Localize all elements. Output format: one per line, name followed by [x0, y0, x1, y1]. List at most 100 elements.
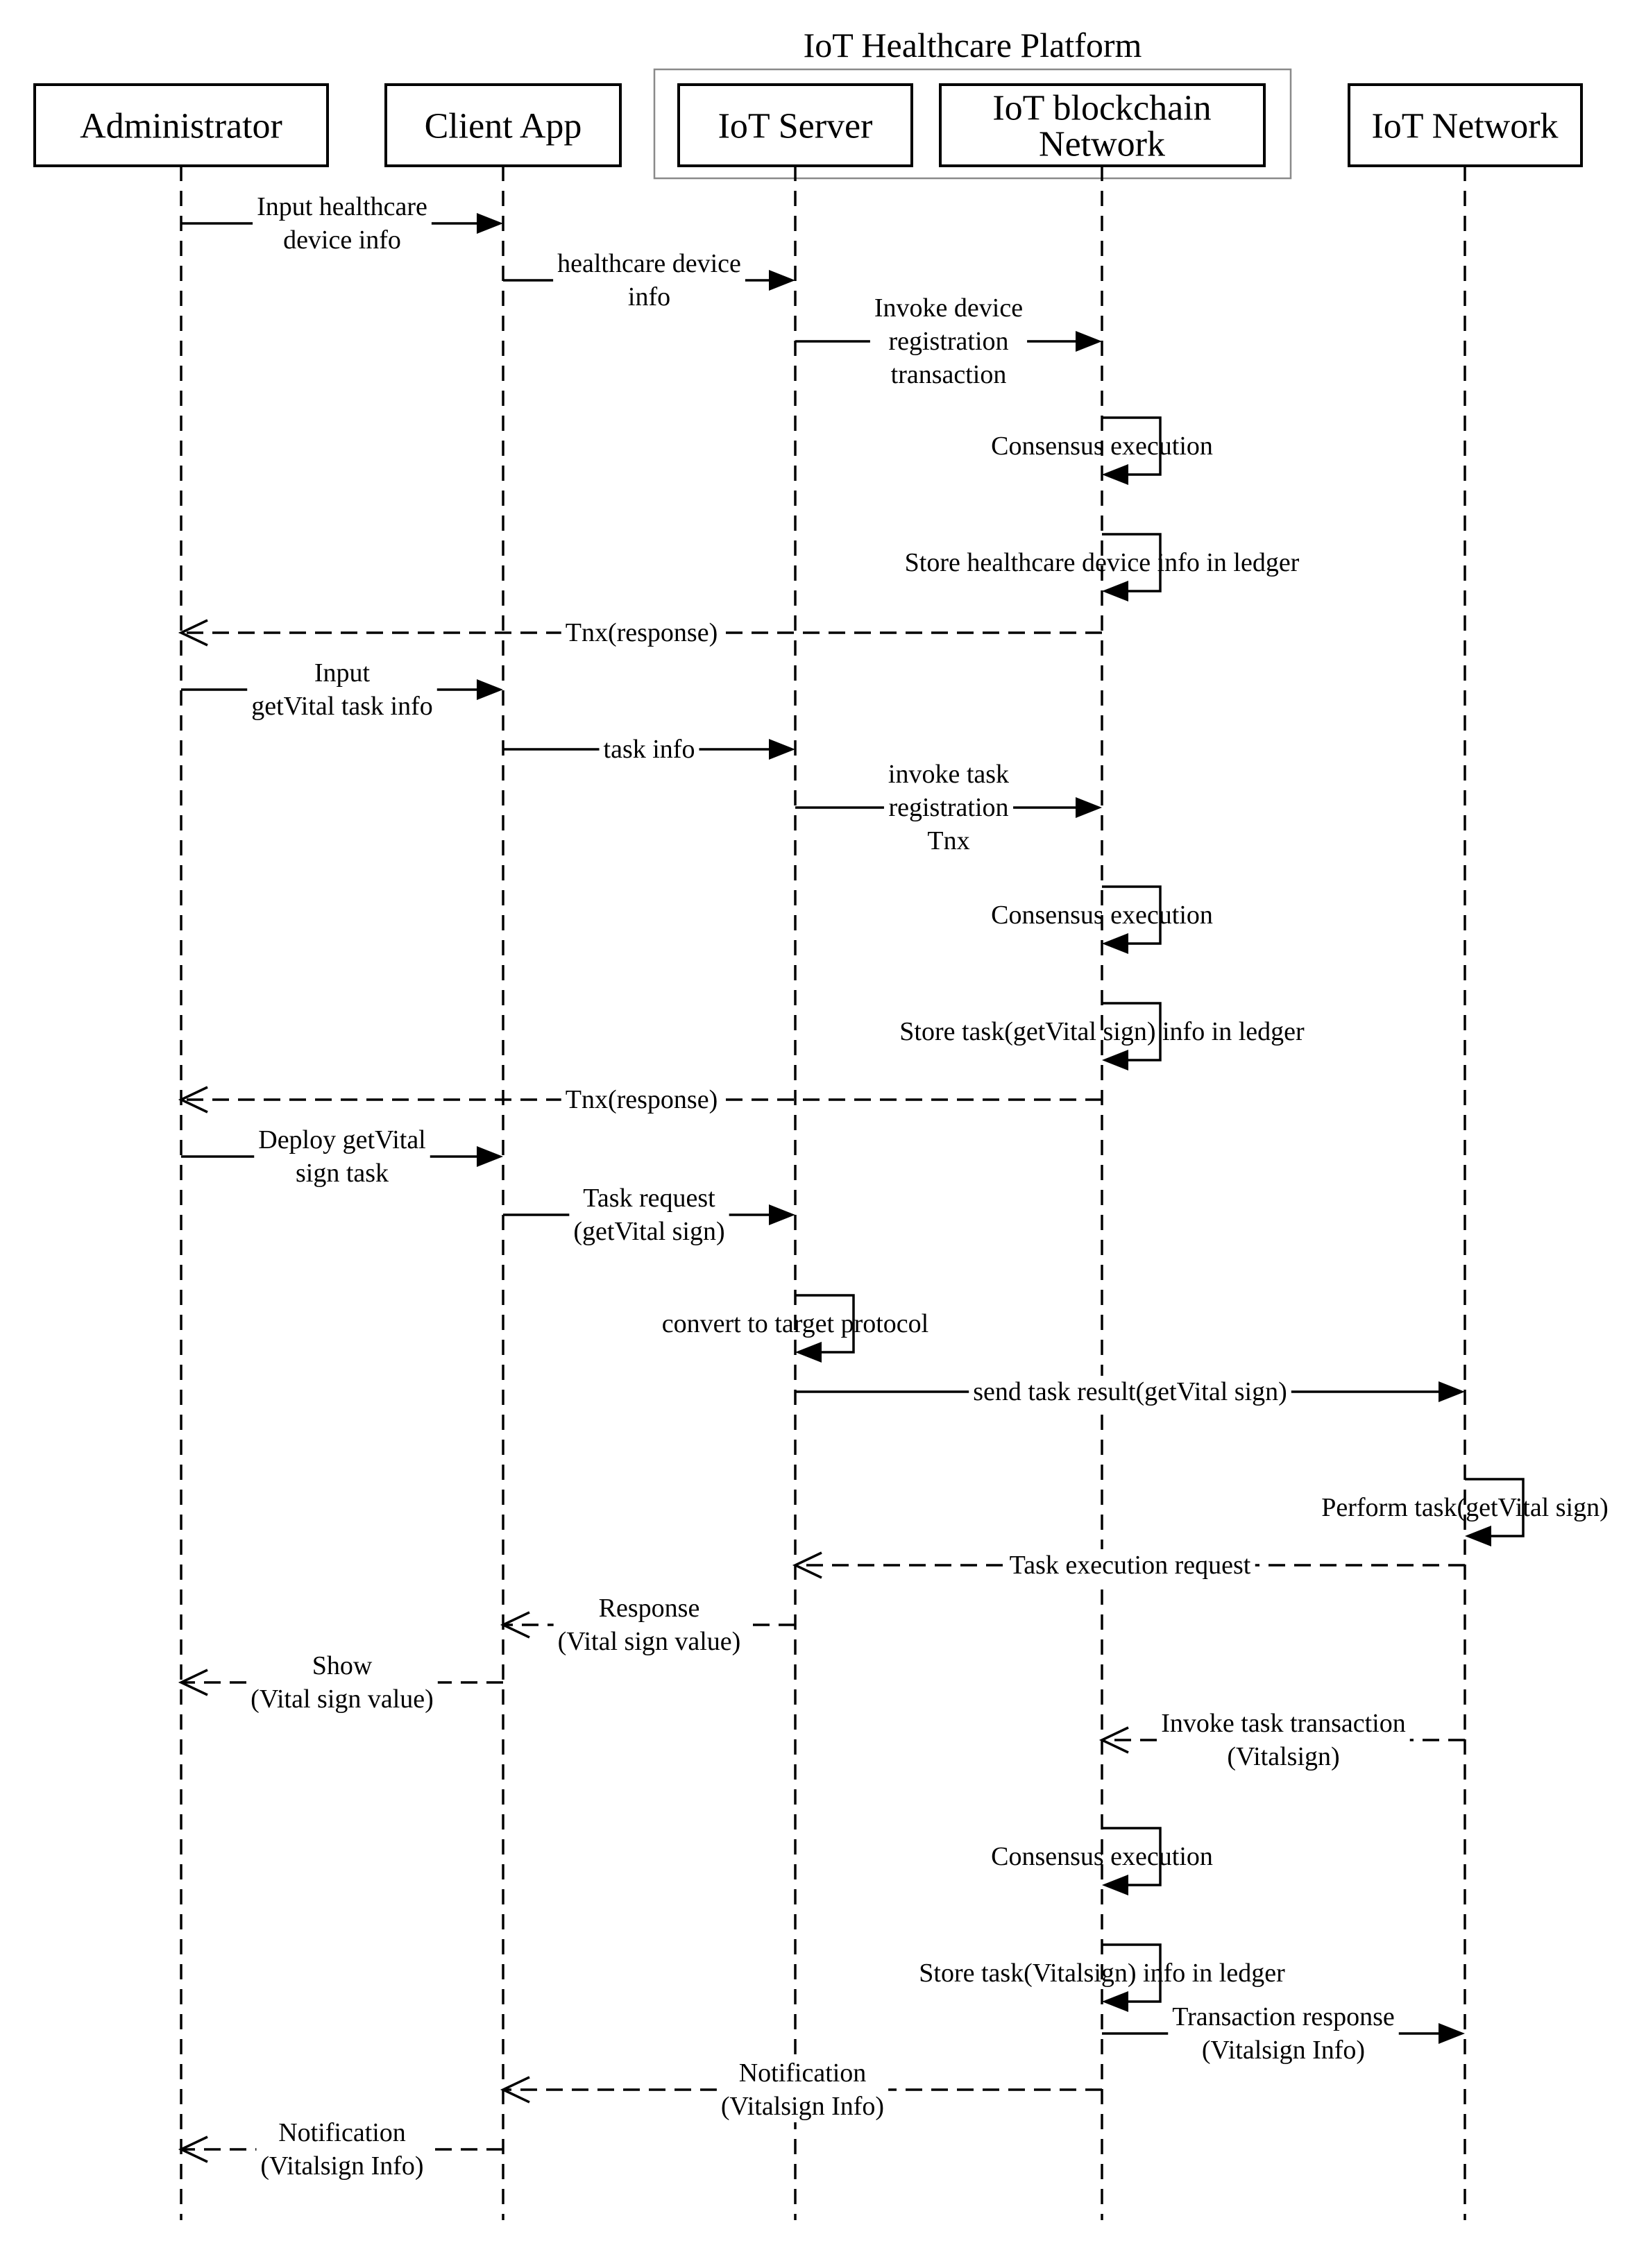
message-label: Task request	[583, 1184, 715, 1213]
message-label: (Vital sign value)	[251, 1685, 434, 1714]
message-label-background	[253, 191, 432, 256]
self-message-arrow-head	[1102, 1050, 1128, 1071]
self-message-arrow-head	[1465, 1526, 1491, 1546]
platform-title: IoT Healthcare Platform	[804, 26, 1142, 65]
message-label-group: Task request (getVital sign)	[569, 1182, 729, 1247]
message-label: transaction	[891, 360, 1007, 389]
message-label: (Vitalsign Info)	[721, 2092, 884, 2121]
message-16-send-task-result-getvital-sign: send task result(getVital sign)	[795, 1376, 1465, 1408]
actor-label: IoT blockchain	[992, 89, 1211, 128]
message-23-store-task-vitalsign-info-in-ledger: Store task(Vitalsign) info in ledger	[919, 1943, 1285, 2012]
message-label-group: Notification (Vitalsign Info)	[256, 2117, 428, 2182]
message-label-group: Task execution request	[1005, 1549, 1255, 1581]
self-message-line	[1102, 533, 1162, 592]
arrow-head	[769, 270, 795, 291]
message-label: Consensus execution	[991, 901, 1213, 930]
open-arrow-head	[500, 1611, 530, 1639]
message-label: info	[628, 282, 670, 312]
message-13-deploy-getvital: Deploy getVital sign task	[181, 1124, 503, 1189]
arrow-head	[477, 679, 503, 700]
self-message-line	[1102, 885, 1162, 945]
message-label: Notification	[278, 2118, 406, 2147]
message-label-group: healthcare device info	[553, 248, 745, 313]
arrow-head	[1076, 331, 1102, 352]
message-label: (Vitalsign Info)	[260, 2151, 423, 2181]
message-label-background	[246, 1650, 438, 1715]
message-label: Input healthcare	[257, 192, 427, 221]
open-arrow-head	[500, 2076, 530, 2104]
actor-box	[1348, 83, 1583, 167]
message-label-background	[716, 2057, 889, 2122]
message-label-background	[869, 292, 1028, 391]
self-message-arrow-head	[1102, 1875, 1128, 1895]
open-arrow-head	[178, 1086, 208, 1114]
actor-label: Network	[1039, 125, 1165, 164]
message-label: (Vitalsign Info)	[1202, 2036, 1365, 2065]
self-message-arrow-head	[795, 1342, 822, 1363]
message-label-background	[553, 248, 745, 313]
message-label-background	[883, 758, 1014, 857]
message-label: Tnx(response)	[566, 1085, 718, 1114]
message-label-background	[1157, 1707, 1410, 1773]
message-4-consensus-execution: Consensus execution	[991, 416, 1213, 485]
message-15-convert-to-target-protocol: convert to target protocol	[662, 1294, 928, 1363]
message-label-background	[256, 2117, 428, 2182]
message-label-background	[569, 1182, 729, 1247]
arrow-head	[1076, 797, 1102, 818]
message-label: getVital task info	[251, 692, 433, 721]
message-18-task-execution-request: Task execution request	[792, 1549, 1465, 1581]
message-label-background	[1005, 1549, 1255, 1581]
arrow-head	[769, 1204, 795, 1225]
message-25-notification: Notification(Vitalsign Info)	[500, 2057, 1102, 2122]
actor-box	[33, 83, 329, 167]
message-label-group: Notification(Vitalsign Info)	[716, 2057, 889, 2122]
message-label: Store task(getVital sign) info in ledger	[899, 1017, 1305, 1046]
message-24-transaction-response: Transaction response(Vitalsign Info)	[1102, 2001, 1465, 2066]
message-label: Tnx	[927, 826, 969, 855]
message-19-response: Response(Vital sign value)	[500, 1592, 795, 1657]
platform-group: IoT Healthcare Platform	[653, 26, 1292, 180]
message-2-healthcare-device: healthcare device info	[503, 248, 795, 313]
message-label: healthcare device	[557, 249, 741, 278]
actor-admin: Administrator	[33, 83, 329, 167]
message-label-background	[561, 1084, 722, 1116]
arrow-head	[477, 1146, 503, 1167]
message-label: (getVital sign)	[573, 1217, 724, 1246]
message-label: Deploy getVital	[258, 1125, 426, 1154]
message-17-perform-task-getvital-sign: Perform task(getVital sign)	[1321, 1478, 1609, 1546]
platform-boundary	[653, 68, 1292, 180]
message-label-group: Response(Vital sign value)	[553, 1592, 745, 1657]
open-arrow-head	[178, 619, 208, 647]
message-label: Show	[312, 1651, 373, 1680]
actor-network: IoT Network	[1348, 83, 1583, 167]
message-label: Store healthcare device info in ledger	[905, 548, 1300, 577]
message-label: Tnx(response)	[566, 618, 718, 647]
actor-box	[939, 83, 1266, 167]
message-label-background	[247, 657, 437, 722]
actor-box	[384, 83, 622, 167]
message-label: sign task	[296, 1159, 389, 1188]
arrow-head	[1439, 1381, 1465, 1402]
actor-label: IoT Server	[718, 107, 873, 146]
message-label: Invoke task transaction	[1161, 1709, 1405, 1738]
self-message-line	[1102, 1002, 1162, 1061]
message-label-group: task info	[599, 733, 699, 765]
message-label: (Vital sign value)	[558, 1627, 741, 1656]
message-22-consensus-execution: Consensus execution	[991, 1827, 1213, 1895]
message-5-store-healthcare-device-info-in-ledger: Store healthcare device info in ledger	[905, 533, 1300, 602]
message-11-store-task-getvital-sign-info-in-ledger: Store task(getVital sign) info in ledger	[899, 1002, 1305, 1071]
message-label: Consensus execution	[991, 432, 1213, 461]
actor-label: IoT Network	[1371, 107, 1558, 146]
message-label: (Vitalsign)	[1227, 1742, 1339, 1771]
